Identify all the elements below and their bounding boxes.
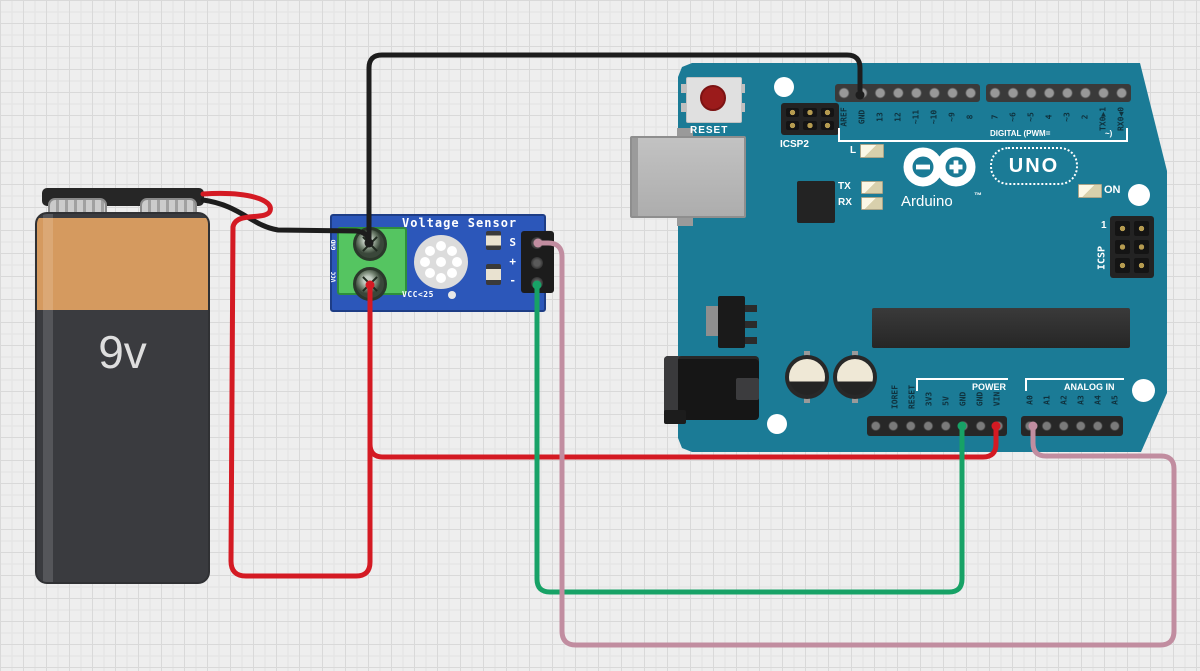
reset-button-cap[interactable] [700,85,726,111]
digital-title: DIGITAL (PWM= [990,129,1051,138]
capacitor-icon [785,355,829,399]
pin-label-3v3: 3V3 [924,391,934,407]
pin-label-a1: A1 [1042,395,1052,405]
power-jack-barrel [736,378,759,400]
digital-header-bank1[interactable] [835,84,980,102]
led-on-icon [1078,184,1102,198]
power-jack-icon [664,410,686,424]
sensor-pin-minus-label: - [509,274,516,287]
icsp-header[interactable] [1110,216,1154,278]
digital-divider [838,140,1128,142]
mcu-chip-icon [872,308,1130,348]
pin-label-a2: A2 [1059,395,1069,405]
power-divider [916,378,1008,380]
sensor-vcc-side-label: VCC [330,271,338,283]
pin-label-10: ~10 [929,109,939,125]
pin-label-a3: A3 [1076,395,1086,405]
sensor-title: Voltage Sensor [402,216,518,230]
pin-label-gnd-top: GND [857,109,867,125]
battery-label: 9v [98,326,147,378]
pin-label-3: ~3 [1062,112,1072,122]
battery-shine [43,214,53,582]
screw-terminal-gnd[interactable] [353,227,387,261]
reset-label: RESET [690,125,729,136]
pin-label-4: 4 [1044,114,1054,120]
led-tx-icon [861,181,883,194]
sensor-pin-s[interactable] [531,237,543,249]
digital-divider-tick [1126,128,1128,140]
pin-label-vin: VIN [992,391,1002,407]
digital-title-close: ~) [1105,129,1113,138]
analog-header[interactable] [1021,416,1123,436]
brand-label: Arduino [901,193,953,210]
led-l-icon [860,144,884,158]
regulator-leg [744,321,757,328]
pin-label-a4: A4 [1093,395,1103,405]
smd-resistor-icon [486,264,501,285]
pin-label-gnd2: GND [975,391,985,407]
uno-badge: UNO [990,147,1078,185]
pin-label-a0: A0 [1025,395,1035,405]
analog-divider [1025,378,1124,380]
led-tx-label: TX [838,181,851,192]
pin-label-13: 13 [875,112,885,122]
pin-label-12: 12 [893,112,903,122]
pin-label-rx0: RX0◀0 [1116,106,1126,132]
pin-label-9: ~9 [947,112,957,122]
sensor-vcc-note: VCC<25 [402,290,434,299]
digital-header-bank2[interactable] [986,84,1131,102]
regulator-leg [744,337,757,344]
led-rx-icon [861,197,883,210]
analog-title: ANALOG IN [1064,382,1115,392]
usb-connector-icon [630,136,746,218]
led-l-label: L [850,145,857,156]
pin-label-tx1: TX0▶1 [1098,106,1108,132]
pin-label-a5: A5 [1110,395,1120,405]
sensor-pin-minus[interactable] [531,277,543,289]
digital-divider-tick [838,128,840,140]
pin-label-8: 8 [965,114,975,120]
pin-label-gnd1: GND [958,391,968,407]
sensor-pin-s-label: S [509,236,516,249]
mounting-hole-icon [774,77,794,97]
power-title: POWER [972,382,1007,392]
pin-label-aref: AREF [839,107,849,127]
sensor-dot [448,291,456,299]
capacitor-icon [833,355,877,399]
icsp2-header[interactable] [781,103,839,135]
sensor-disc-holes [436,257,446,267]
mounting-hole-icon [1128,184,1150,206]
mounting-hole-icon [1132,379,1155,402]
pin-label-ioref: IOREF [890,384,900,410]
brand-tm: ™ [974,191,982,200]
regulator-icon [718,296,745,348]
pin-label-2: 2 [1080,114,1090,120]
icsp2-label: ICSP2 [780,139,809,150]
screw-terminal-vcc[interactable] [353,267,387,301]
pin-label-reset: RESET [907,384,917,410]
sensor-pin-plus-label: + [509,255,516,268]
icsp-label: ICSP [1096,245,1108,271]
battery-band [37,218,208,310]
pin-label-5v: 5V [941,396,951,406]
icsp-pin1-label: 1 [1101,220,1107,231]
led-on-label: ON [1104,184,1121,196]
pin-label-6: ~6 [1008,112,1018,122]
power-header[interactable] [867,416,1007,436]
mounting-hole-icon [767,414,787,434]
analog-divider-tick [1025,378,1027,391]
regulator-leg [744,305,757,312]
led-rx-label: RX [838,197,852,208]
smd-resistor-icon [486,231,501,250]
battery-body [35,212,210,584]
usb-serial-chip-icon [797,181,835,223]
arduino-logo-icon [903,147,976,187]
sensor-pin-plus[interactable] [531,257,543,269]
pin-label-11: ~11 [911,109,921,125]
sensor-gnd-side-label: GND [330,239,338,251]
model-label: UNO [1008,154,1060,177]
pin-label-7: 7 [990,114,1000,120]
pin-label-5: ~5 [1026,112,1036,122]
